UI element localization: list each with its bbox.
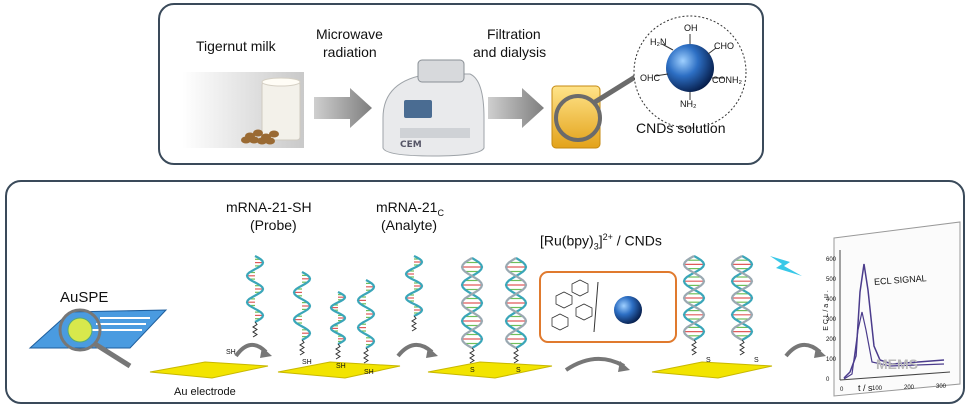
step-tigernut-milk-label: Tigernut milk	[196, 38, 276, 54]
dna-strands	[245, 255, 754, 364]
s-label-1: S	[470, 367, 475, 374]
molecule-oh: OH	[684, 23, 698, 33]
step-microwave-label-1: Microwave	[316, 26, 383, 42]
ecl-y-tick: 100	[826, 357, 837, 363]
step-filtration-label-2: and dialysis	[473, 44, 547, 60]
molecule-cho: CHO	[714, 41, 734, 51]
molecule-h2n: H₂N	[650, 37, 667, 47]
step-filtration-label-1: Filtration	[487, 26, 541, 42]
ecl-x-tick: 0	[840, 387, 844, 393]
step-microwave-label-2: radiation	[323, 44, 377, 60]
ecl-x-tick: 200	[904, 385, 915, 391]
auspe-electrode-image	[28, 308, 168, 369]
single-strand	[292, 271, 312, 356]
molecule-nh2: NH₂	[680, 99, 697, 109]
cnds-solution-label: CNDs solution	[636, 120, 726, 136]
ecl-y-tick: 200	[826, 337, 837, 343]
ecl-x-tick: 300	[936, 384, 947, 390]
molecule-conh2: CONH₂	[712, 75, 742, 85]
tigernut-milk-image	[182, 72, 304, 148]
sh-label-3: SH	[336, 363, 346, 370]
ecl-y-tick: 300	[826, 317, 837, 323]
double-helix	[504, 257, 528, 364]
auspe-label: AuSPE	[60, 289, 109, 306]
probe-label-2: (Probe)	[250, 217, 297, 233]
reagent-label: [Ru(bpy)3]2+ / CNDs	[540, 232, 662, 252]
ecl-signal-chart	[770, 221, 961, 397]
single-strand	[356, 279, 376, 364]
sh-label-4: SH	[364, 369, 374, 376]
microwave-brand: CEM	[400, 140, 422, 150]
beaker-image	[551, 71, 642, 149]
ecl-x-tick: 100	[872, 386, 883, 392]
s-label-2: S	[516, 367, 521, 374]
single-strand	[404, 255, 424, 332]
electrode-plates	[149, 361, 773, 379]
double-helix	[682, 255, 706, 356]
ru-cnd-complex-box	[539, 271, 677, 343]
ecl-y-tick: 400	[826, 297, 837, 303]
double-helix	[730, 255, 754, 356]
single-strand	[329, 291, 347, 360]
ecl-y-tick: 500	[826, 277, 837, 283]
analyte-label-2: (Analyte)	[381, 217, 438, 233]
ecl-y-tick: 0	[826, 377, 830, 383]
watermark-text: MEMS	[876, 356, 918, 372]
arrow-2	[488, 88, 544, 128]
cnd-structure-illustration	[633, 15, 747, 129]
arrow-1	[314, 88, 372, 128]
microwave-reactor-image	[382, 59, 485, 157]
molecule-ohc: OHC	[640, 73, 660, 83]
ecl-x-axis-label: t / s	[858, 383, 873, 393]
sh-label-1: SH	[226, 349, 236, 356]
single-strand	[245, 255, 265, 338]
s-label-3: S	[706, 357, 711, 364]
au-electrode-label: Au electrode	[174, 386, 236, 398]
s-label-4: S	[754, 357, 759, 364]
double-helix	[460, 257, 484, 364]
sh-label-2: SH	[302, 359, 312, 366]
analyte-label-1: mRNA-21C	[376, 199, 444, 218]
ecl-y-tick: 600	[826, 257, 837, 263]
probe-label-1: mRNA-21-SH	[226, 199, 312, 215]
